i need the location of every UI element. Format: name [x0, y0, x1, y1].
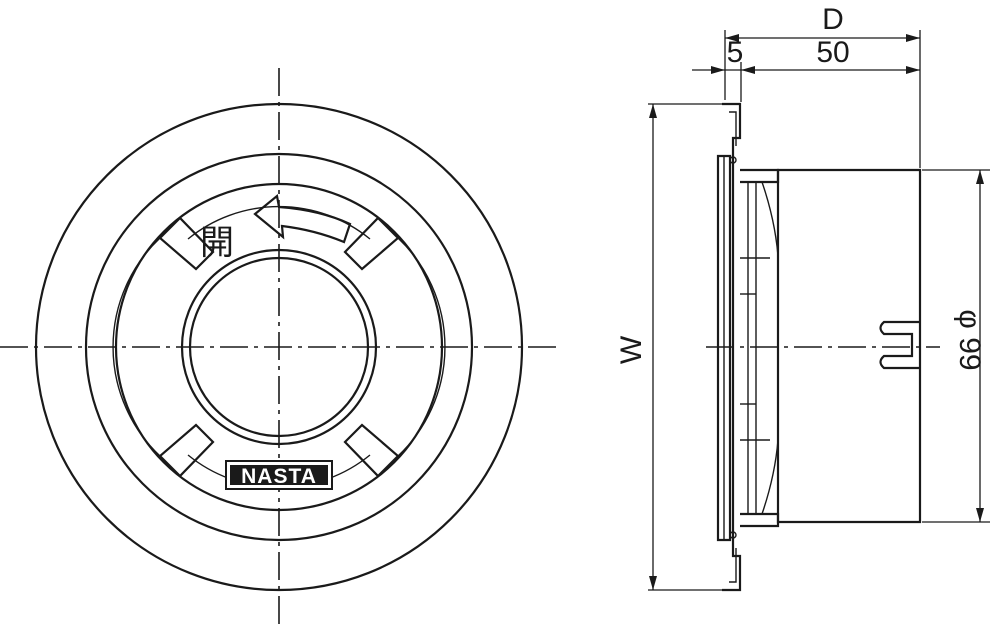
top-connector [740, 168, 780, 184]
flange-plate [722, 102, 742, 592]
arrow-width-top [649, 104, 657, 118]
arrow-depth-right [906, 34, 920, 42]
duct-slit [879, 320, 920, 370]
bottom-connector [740, 512, 780, 528]
outer-flange-ring [34, 102, 524, 592]
open-direction-arrow-icon [253, 193, 352, 244]
brand-logo-plate [230, 465, 328, 485]
center-knob-outer [180, 248, 378, 446]
side-view: D 5 50 W φ 99 [615, 3, 990, 592]
divider-bottom-right [343, 423, 400, 478]
segment-dividers [158, 216, 400, 478]
divider-top-left [158, 216, 215, 271]
arrow-depth-left [725, 34, 739, 42]
arrow-flange-left [711, 66, 725, 74]
dim-depth-label: D [822, 3, 844, 36]
arrow-width-bottom [649, 576, 657, 590]
arrow-body-right [906, 66, 920, 74]
dim-flange-label: 5 [727, 36, 744, 69]
front-view: 開 NASTA [0, 68, 558, 625]
top-gasket [729, 156, 737, 164]
cap-plate [716, 154, 732, 542]
bottom-gasket [729, 531, 737, 539]
duct-body [776, 168, 922, 524]
left-segment-arc [112, 237, 161, 457]
dim-diameter-label: φ 99 [953, 309, 986, 370]
cap-outer-ring [114, 182, 444, 512]
dim-width-label: W [615, 335, 648, 364]
divider-top-right [343, 216, 400, 271]
arrow-body-left [741, 66, 755, 74]
right-segment-arc [397, 237, 446, 457]
open-label: 開 [200, 223, 234, 263]
inner-flange-ring [84, 152, 474, 542]
flange-top-lip [729, 111, 737, 146]
flange-bottom-lip [729, 548, 737, 583]
divider-bottom-left [158, 423, 215, 478]
arrow-diameter-bottom [976, 508, 984, 522]
brand-logo: NASTA [241, 465, 317, 488]
center-knob-inner [188, 256, 370, 438]
inner-curve-top [761, 181, 779, 257]
arrow-diameter-top [976, 170, 984, 184]
inner-curve-bottom [761, 439, 779, 515]
dim-body-label: 50 [816, 36, 849, 69]
